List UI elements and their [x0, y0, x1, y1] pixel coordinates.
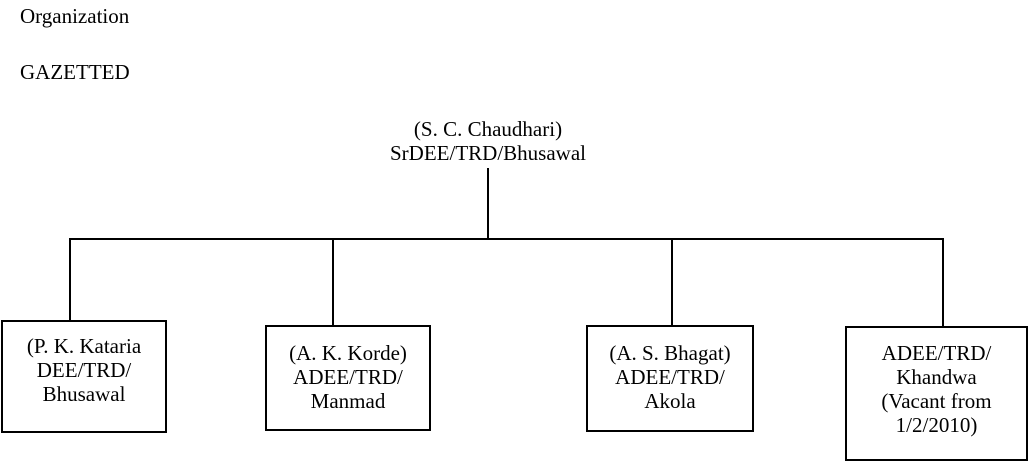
root-name: (S. C. Chaudhari) — [413, 117, 563, 141]
node-line: (Vacant from — [881, 389, 992, 413]
node-line: (A. S. Bhagat) — [609, 341, 731, 365]
node-line: Khandwa — [896, 365, 977, 389]
heading-organization: Organization — [20, 4, 130, 28]
org-node-korde: (A. K. Korde) ADEE/TRD/ Manmad — [265, 325, 431, 431]
node-line: Akola — [644, 389, 696, 413]
org-node-kataria: (P. K. Kataria DEE/TRD/ Bhusawal — [1, 320, 167, 433]
node-line: 1/2/2010) — [895, 413, 978, 437]
node-line: ADEE/TRD/ — [615, 365, 725, 389]
org-node-bhagat: (A. S. Bhagat) ADEE/TRD/ Akola — [586, 325, 754, 432]
heading-gazetted: GAZETTED — [20, 60, 130, 84]
node-line: Bhusawal — [42, 382, 126, 406]
node-line: ADEE/TRD/ — [881, 341, 992, 365]
root-designation: SrDEE/TRD/Bhusawal — [390, 141, 586, 165]
org-node-khandwa-vacant: ADEE/TRD/ Khandwa (Vacant from 1/2/2010) — [845, 326, 1028, 461]
node-line: DEE/TRD/ — [36, 358, 132, 382]
node-line: (P. K. Kataria — [26, 334, 142, 358]
node-line: (A. K. Korde) — [289, 341, 407, 365]
node-line: Manmad — [310, 389, 386, 413]
root-node-label: (S. C. Chaudhari) SrDEE/TRD/Bhusawal — [348, 117, 628, 165]
node-line: ADEE/TRD/ — [293, 365, 403, 389]
